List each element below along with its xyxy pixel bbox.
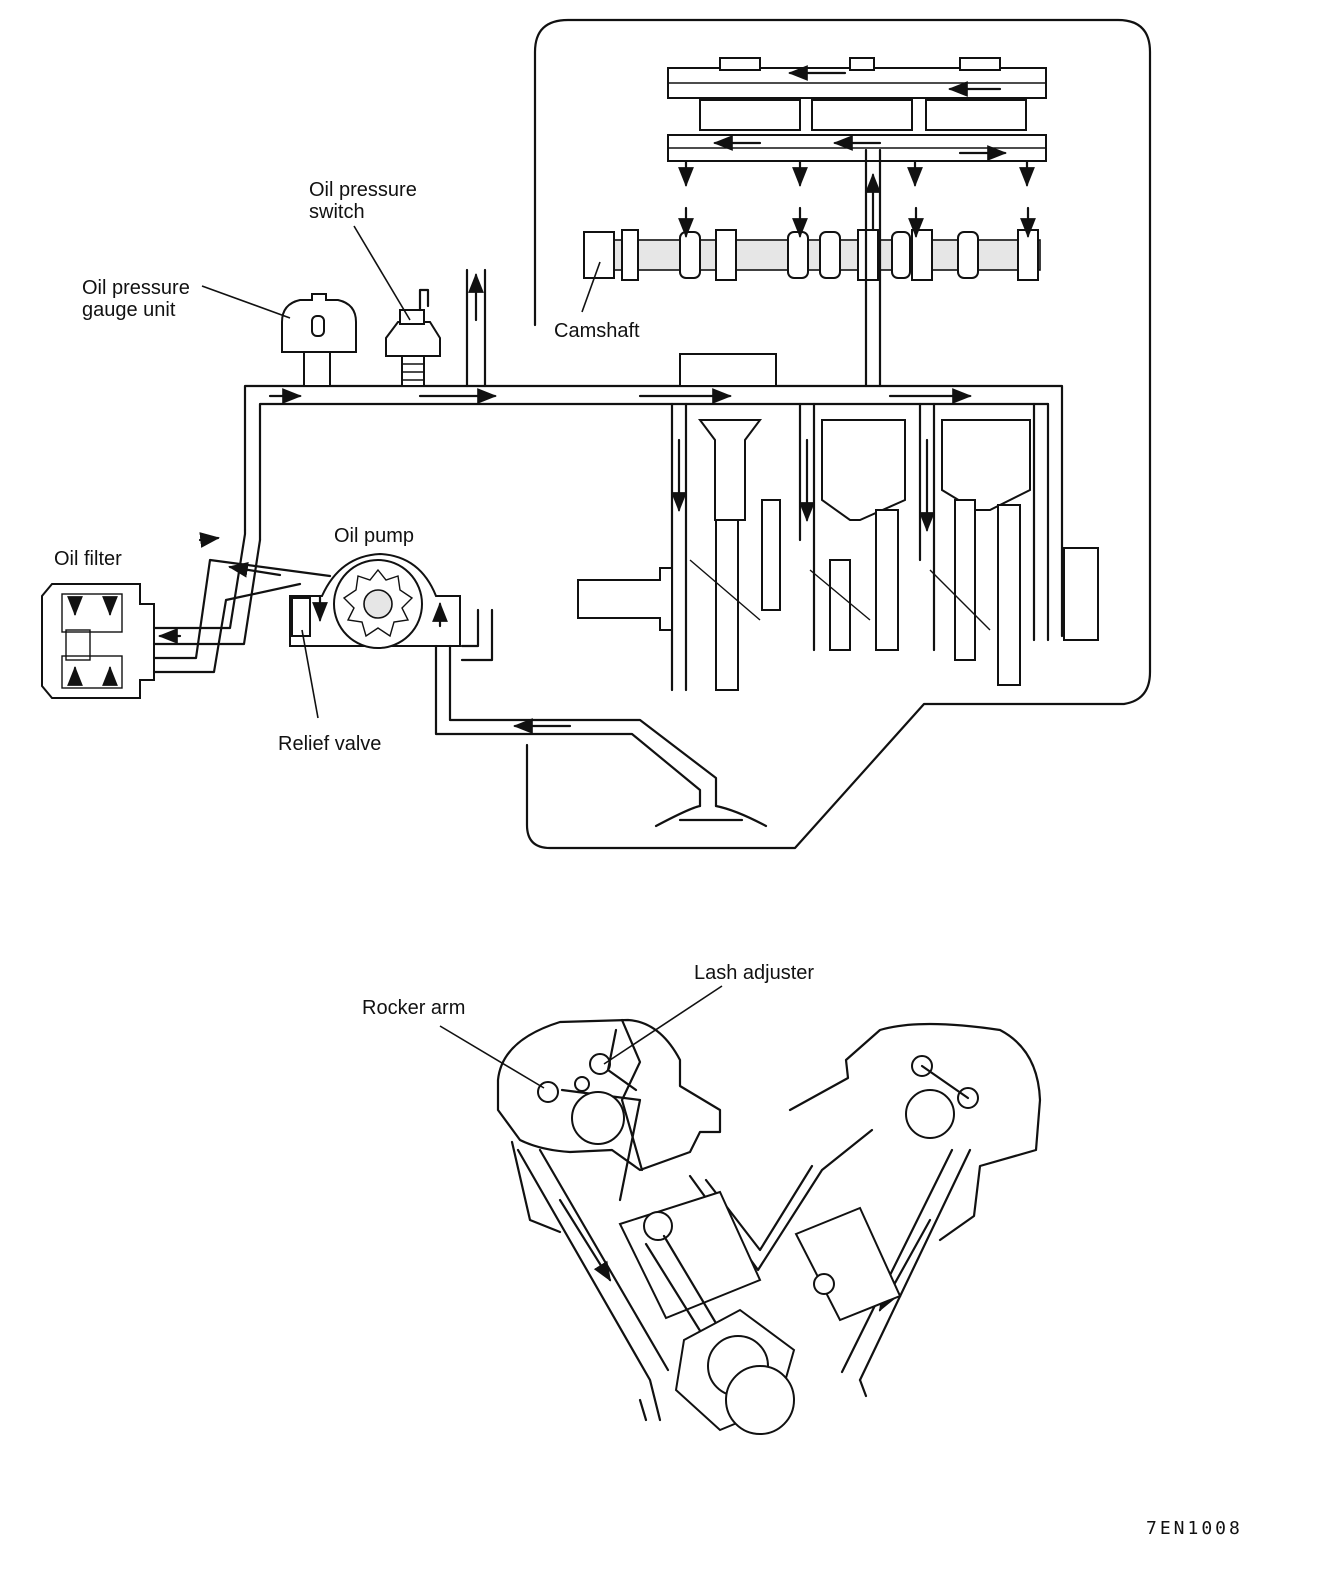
v-engine-cross-section xyxy=(496,1018,1042,1435)
lash-adjuster-label: Lash adjuster xyxy=(694,962,814,984)
rocker-arm-label: Rocker arm xyxy=(362,997,465,1019)
oil-pressure-gauge-unit xyxy=(281,293,357,387)
relief-valve-label: Relief valve xyxy=(278,733,381,755)
filter-inlet-passage xyxy=(152,558,332,674)
oil-pump-label: Oil pump xyxy=(334,525,414,547)
oil-pressure-gauge-label-2: gauge unit xyxy=(82,299,176,321)
oil-pressure-gauge-label-1: Oil pressure xyxy=(82,277,190,299)
rocker-shaft-assembly xyxy=(667,57,1047,187)
camshaft-label: Camshaft xyxy=(554,320,640,342)
oil-pump xyxy=(289,552,461,649)
figure-code: 7EN1008 xyxy=(1146,1518,1243,1539)
crankshaft-assembly xyxy=(577,402,1099,692)
oil-pressure-switch-label-1: Oil pressure xyxy=(309,179,417,201)
engine-block-outline xyxy=(525,18,1152,850)
filter-outlet-passage xyxy=(152,528,262,646)
camshaft xyxy=(583,206,1041,281)
oil-pressure-switch xyxy=(385,288,441,387)
main-oil-gallery xyxy=(243,268,1064,638)
oil-strainer xyxy=(654,804,768,828)
oil-filter-label: Oil filter xyxy=(54,548,122,570)
oil-strainer-passage xyxy=(434,644,718,808)
oil-pressure-switch-label-2: switch xyxy=(309,201,365,223)
oil-filter xyxy=(41,583,155,699)
